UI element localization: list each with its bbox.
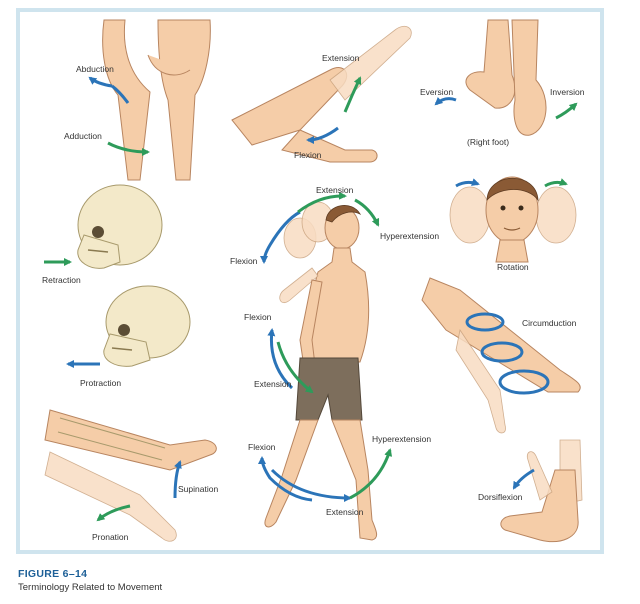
neck-extension-arrow xyxy=(297,191,347,214)
adduction-label: Adduction xyxy=(64,131,102,141)
supination-pronation-figure xyxy=(44,409,217,542)
figure-title: Terminology Related to Movement xyxy=(18,582,163,593)
protraction-skull-figure xyxy=(103,285,191,367)
dorsiflexion-arrow xyxy=(512,468,535,490)
circumduction-ring-medium xyxy=(480,341,524,363)
neck-flexion-arrow xyxy=(260,210,301,264)
rotation-left-arrow xyxy=(455,178,480,188)
hip-hyperextension-arrow xyxy=(349,448,393,500)
retraction-skull-figure xyxy=(77,184,163,269)
supination-label: Supination xyxy=(178,484,218,494)
circumduction-label: Circumduction xyxy=(522,318,577,328)
supination-arrow xyxy=(173,460,182,499)
arm-flexion-arrow xyxy=(267,328,294,390)
rotation-label: Rotation xyxy=(497,262,529,272)
dorsiflexion-foot-figure xyxy=(500,439,583,543)
arm-extension-arrow xyxy=(276,341,314,394)
walking-man-figure xyxy=(264,201,378,541)
eversion-inversion-figure xyxy=(434,19,578,136)
hip-flexion-arrow xyxy=(258,456,313,502)
circumduction-arm-figure xyxy=(421,277,581,434)
right-foot-label: (Right foot) xyxy=(467,137,509,147)
retraction-label: Retraction xyxy=(42,275,81,285)
neck-hyperextension-arrow xyxy=(354,198,380,227)
neck-extension-label: Extension xyxy=(316,185,354,195)
abduction-label: Abduction xyxy=(76,64,114,74)
neck-flexion-label: Flexion xyxy=(230,256,258,266)
hip-flexion-label: Flexion xyxy=(248,442,276,452)
dorsiflexion-label: Dorsiflexion xyxy=(478,492,523,502)
leg-flexion-label: Flexion xyxy=(294,150,322,160)
rotation-heads-figure xyxy=(449,176,577,263)
eversion-label: Eversion xyxy=(420,87,453,97)
pronation-arrow xyxy=(96,504,131,522)
rotation-right-arrow xyxy=(544,178,568,188)
figure-number: FIGURE 6–14 xyxy=(18,568,88,580)
leg-flexion-extension-figure xyxy=(231,25,412,163)
circumduction-ring-small xyxy=(465,312,505,332)
arm-extension-label: Extension xyxy=(254,379,292,389)
abduction-adduction-figure xyxy=(88,19,211,181)
hip-hyperextension-label: Hyperextension xyxy=(372,434,431,444)
leg-extension-label: Extension xyxy=(322,53,360,63)
pronation-label: Pronation xyxy=(92,532,129,542)
inversion-label: Inversion xyxy=(550,87,585,97)
neck-hyperextension-label: Hyperextension xyxy=(380,231,439,241)
hip-extension-label: Extension xyxy=(326,507,364,517)
protraction-label: Protraction xyxy=(80,378,121,388)
hip-extension-arrow xyxy=(270,468,352,502)
figure-caption: FIGURE 6–14 Terminology Related to Movem… xyxy=(18,568,162,593)
circumduction-ring-large xyxy=(498,369,550,395)
arm-flexion-label: Flexion xyxy=(244,312,272,322)
